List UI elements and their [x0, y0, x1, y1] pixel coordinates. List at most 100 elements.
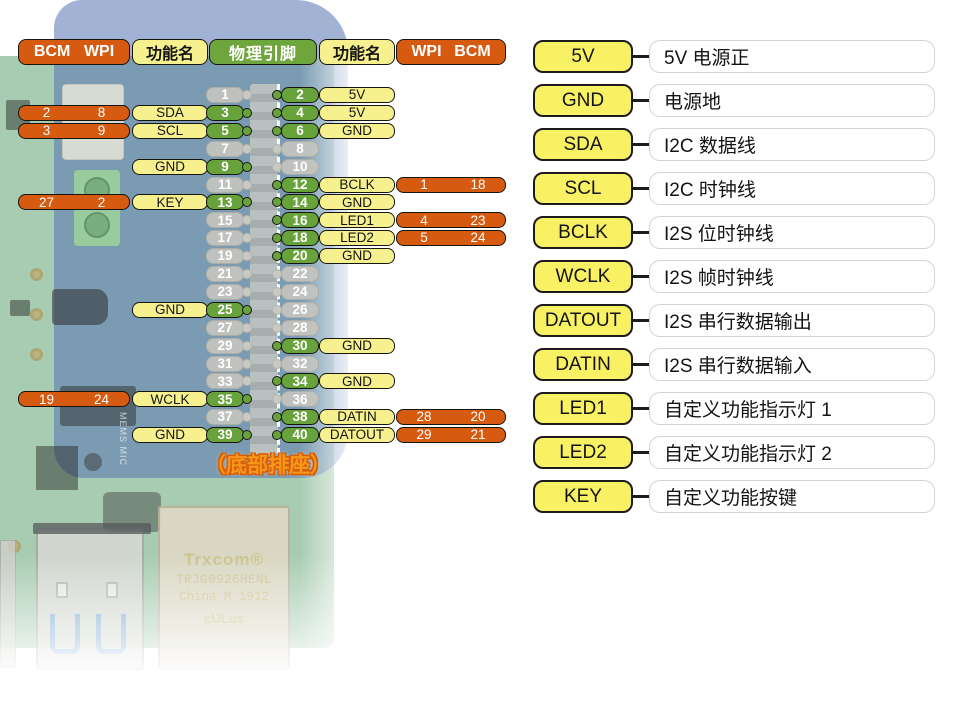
- white-connector: [62, 84, 124, 160]
- function-label: GND: [132, 158, 208, 175]
- wpi-value: 4: [420, 212, 428, 228]
- pin-19-badge: 19: [206, 248, 244, 265]
- pin-33-badge: 33: [206, 373, 244, 390]
- legend-connector-line: [632, 451, 651, 454]
- legend-key-badge: LED1: [533, 392, 633, 425]
- pin-21-badge: 21: [206, 266, 244, 282]
- legend-description: I2C 数据线: [649, 128, 935, 161]
- function-label: GND: [319, 194, 395, 211]
- function-label: KEY: [132, 194, 208, 211]
- pin-40-badge: 40: [281, 427, 319, 444]
- bcm-value: 19: [38, 391, 55, 407]
- legend-connector-line: [632, 495, 651, 498]
- wpi-value: 2: [97, 194, 106, 210]
- pcb-pad: [30, 308, 43, 321]
- pin-1-badge: 1: [206, 87, 244, 103]
- usb-shell-lip: [33, 523, 151, 534]
- function-label: DATOUT: [319, 427, 395, 444]
- pin-23-badge: 23: [206, 283, 244, 300]
- function-label: GND: [319, 122, 395, 139]
- bcm-value: 20: [470, 409, 486, 425]
- legend-key-badge: 5V: [533, 40, 633, 73]
- function-label: GND: [132, 427, 208, 444]
- header-bcm-wpi-left: BCM WPI: [18, 39, 130, 65]
- pin-14-badge: 14: [281, 194, 319, 211]
- pcb-pad: [30, 268, 43, 281]
- pin-31-badge: 31: [206, 355, 244, 372]
- function-label: SDA: [132, 104, 208, 121]
- pin-8-badge: 8: [281, 140, 319, 157]
- pin-3-badge: 3: [206, 104, 244, 121]
- function-label: 5V: [319, 104, 395, 121]
- bcm-value: 2: [42, 105, 51, 121]
- bcm-value: 23: [470, 212, 486, 228]
- legend-connector-line: [632, 187, 651, 190]
- pin-18-badge: 18: [281, 230, 319, 247]
- pin-connector-dot: [242, 197, 252, 208]
- legend-connector-line: [632, 231, 651, 234]
- pin-2-badge: 2: [281, 87, 319, 103]
- pin-13-badge: 13: [206, 194, 244, 211]
- pin-20-badge: 20: [281, 248, 319, 265]
- pin-17-badge: 17: [206, 230, 244, 247]
- pin-connector-dot: [242, 251, 252, 262]
- pin-connector-dot: [242, 376, 252, 387]
- function-label: GND: [319, 373, 395, 390]
- function-label: LED2: [319, 230, 395, 247]
- legend-description: I2S 位时钟线: [649, 216, 935, 249]
- legend-description: 5V 电源正: [649, 40, 935, 73]
- wpi-value: 29: [416, 427, 432, 443]
- pin-connector-dot: [242, 233, 252, 244]
- header-wpi-label: WPI: [411, 43, 442, 60]
- terminal-screw: [84, 212, 110, 238]
- pin-6-badge: 6: [281, 122, 319, 139]
- pin-connector-dot: [242, 340, 252, 351]
- pin-34-badge: 34: [281, 373, 319, 390]
- pin-connector-dot: [242, 322, 252, 333]
- bcm-value: 3: [42, 123, 51, 139]
- legend-key-badge: BCLK: [533, 216, 633, 249]
- photo-fade-bottom: [0, 555, 352, 710]
- wpi-value: 1: [420, 176, 428, 192]
- pin-15-badge: 15: [206, 212, 244, 229]
- pin-connector-dot: [242, 430, 252, 441]
- legend-description: I2S 串行数据输出: [649, 304, 935, 337]
- legend-description: 自定义功能指示灯 2: [649, 436, 935, 469]
- wpi-value: 28: [416, 409, 432, 425]
- pin-37-badge: 37: [206, 409, 244, 426]
- bottom-header-caption: （底部排座）: [205, 454, 331, 477]
- function-label: GND: [319, 248, 395, 265]
- legend-key-badge: GND: [533, 84, 633, 117]
- header-function-right: 功能名: [319, 39, 395, 65]
- legend-description: I2C 时钟线: [649, 172, 935, 205]
- pin-29-badge: 29: [206, 337, 244, 354]
- pcb-pad: [30, 348, 43, 361]
- pin-5-badge: 5: [206, 122, 244, 139]
- legend-row: 5V 5V 电源正: [533, 40, 935, 74]
- bcm-value: 24: [470, 230, 486, 246]
- pin-connector-dot: [242, 161, 252, 172]
- pin-16-badge: 16: [281, 212, 319, 229]
- mic-hole: [84, 453, 102, 471]
- legend-description: I2S 帧时钟线: [649, 260, 935, 293]
